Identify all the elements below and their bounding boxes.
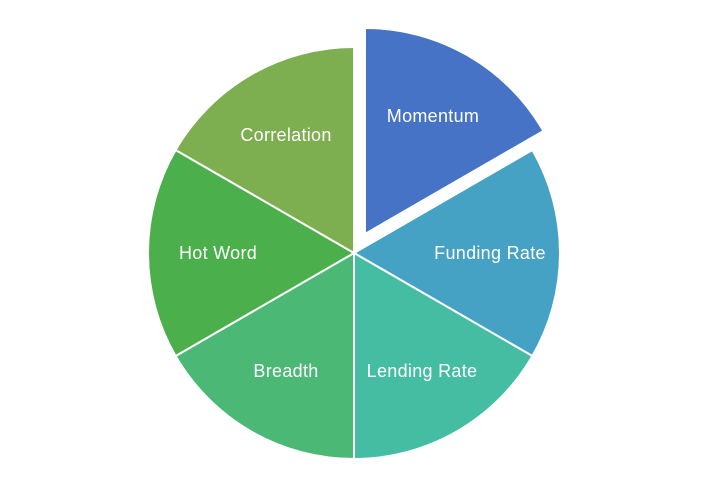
pie-slice-hot-word[interactable] [147, 149, 355, 357]
pie-slice-breadth[interactable] [174, 252, 355, 460]
pie-slice-lending-rate[interactable] [353, 252, 534, 460]
pie-slice-funding-rate[interactable] [353, 149, 561, 357]
pie-slice-momentum[interactable] [364, 26, 545, 235]
pie-slice-correlation[interactable] [174, 46, 355, 254]
